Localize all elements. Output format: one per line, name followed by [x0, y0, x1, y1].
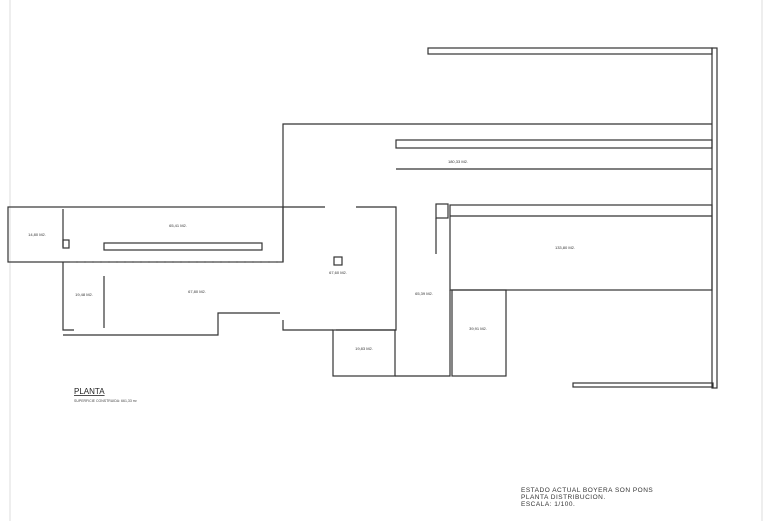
exterior-walls [7, 47, 718, 389]
room-area-label: 19,83 M2. [355, 346, 373, 351]
room-area-label: 133,80 M2. [555, 245, 575, 250]
room-area-label: 19,48 M2. [75, 292, 93, 297]
room-area-label: 65,39 M2. [415, 291, 433, 296]
room-area-label: 65,41 M2. [169, 223, 187, 228]
surface-label: SUPERFICIE CONSTRUIDA: 661,33 m² [74, 399, 138, 403]
pillar [333, 256, 343, 266]
room-area-label: 67,60 M2. [329, 270, 347, 275]
plan-title: PLANTA [74, 387, 105, 396]
room-area-label: 67,80 M2. [188, 289, 206, 294]
room-area-label: 14,80 M2. [28, 232, 46, 237]
cartouche-line: ESTADO ACTUAL BOYERA SON PONS [521, 487, 653, 494]
room-area-label: 180,33 M2. [448, 159, 468, 164]
room-labels: 14,80 M2. 65,41 M2. 19,48 M2. 67,80 M2. … [28, 159, 575, 351]
cartouche-line: ESCALA: 1/100. [521, 501, 575, 508]
cartouche-line: PLANTA DISTRIBUCION. [521, 494, 606, 501]
room-area-label: 39,91 M2. [469, 326, 487, 331]
